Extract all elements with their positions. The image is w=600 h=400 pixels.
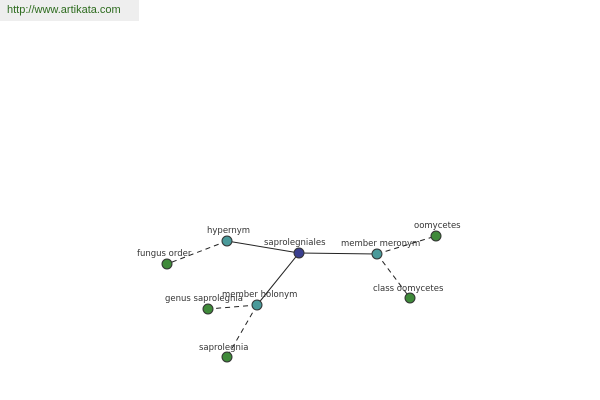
edge-saprolegniales-member-meronym <box>298 252 378 255</box>
edge-saprolegniales-hypernym <box>226 240 300 254</box>
edge-member-meronym-oomycetes <box>376 235 437 255</box>
node-label-fungus-order[interactable]: fungus order <box>137 249 192 259</box>
nodes-layer <box>161 230 442 363</box>
site-url-banner[interactable]: http://www.artikata.com <box>0 0 139 21</box>
node-saprolegnia[interactable] <box>221 351 233 363</box>
edges-layer <box>166 235 437 358</box>
node-fungus-order[interactable] <box>161 258 173 270</box>
edge-member-meronym-class-oomycetes <box>376 253 411 299</box>
node-label-class-oomycetes[interactable]: class oomycetes <box>373 284 444 294</box>
node-label-hypernym[interactable]: hypernym <box>207 226 250 236</box>
node-label-saprolegniales[interactable]: saprolegniales <box>264 238 326 248</box>
node-class-oomycetes[interactable] <box>404 292 416 304</box>
labels-layer: saprolegniales hypernym member meronym memb… <box>137 221 461 353</box>
node-label-member-holonym[interactable]: member holonym <box>222 290 297 300</box>
node-label-saprolegnia[interactable]: saprolegnia <box>199 343 249 353</box>
node-oomycetes[interactable] <box>430 230 442 242</box>
node-saprolegniales[interactable] <box>293 247 305 259</box>
node-genus-saprolegnia[interactable] <box>202 303 214 315</box>
node-hypernym[interactable] <box>221 235 233 247</box>
edge-saprolegniales-member-holonym <box>256 252 300 306</box>
node-member-holonym[interactable] <box>251 299 263 311</box>
node-label-oomycetes[interactable]: oomycetes <box>414 221 461 231</box>
node-label-member-meronym[interactable]: member meronym <box>341 239 420 249</box>
edge-member-holonym-saprolegnia <box>226 304 258 358</box>
edge-hypernym-fungus-order <box>166 240 228 265</box>
node-label-genus-saprolegnia[interactable]: genus saprolegnia <box>165 294 243 304</box>
node-member-meronym[interactable] <box>371 248 383 260</box>
edge-member-holonym-genus-saprolegnia <box>207 304 258 310</box>
